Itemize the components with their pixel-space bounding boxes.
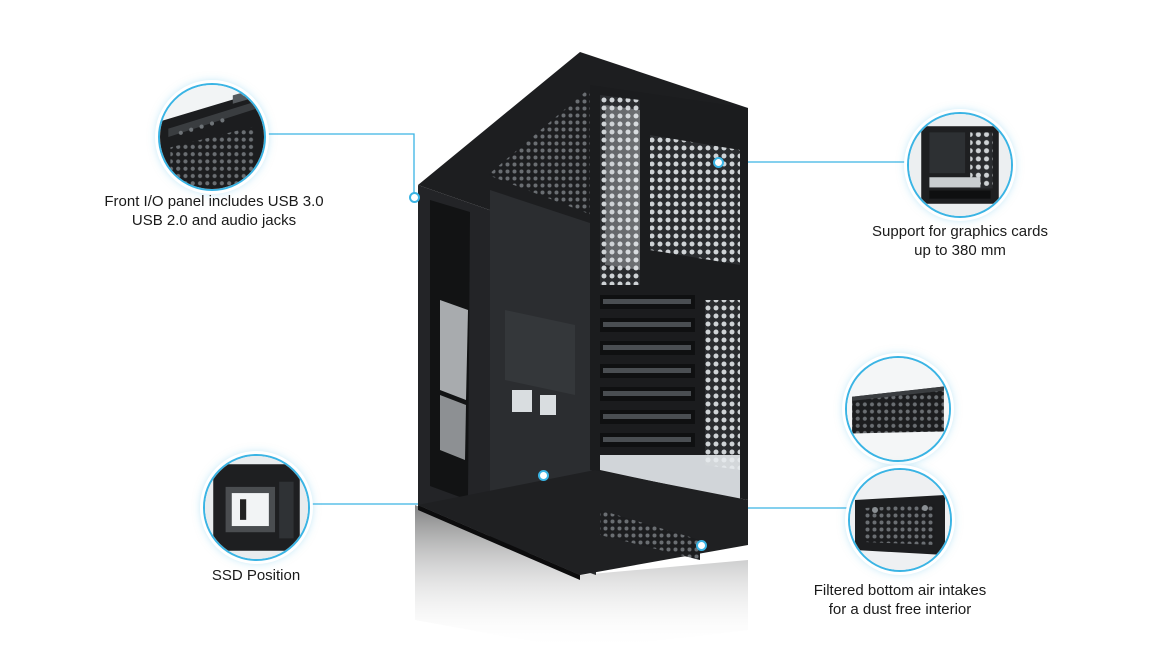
dust-filter-closeup (845, 356, 951, 462)
gpu-support-caption-line-1: Support for graphics cards (872, 223, 1048, 240)
front-io-caption-line-1: Front I/O panel includes USB 3.0 (104, 193, 324, 210)
case-interior-closeup (907, 112, 1013, 218)
case-bottom-closeup-icon (850, 470, 950, 570)
ssd-caption: SSD Position (178, 566, 334, 585)
case-bottom-closeup (848, 468, 952, 572)
gpu-support-caption-line-2: up to 380 mm (914, 242, 1006, 259)
dust-filter-caption-line-2: for a dust free interior (828, 601, 972, 618)
gpu-support-caption: Support for graphics cards up to 380 mm (846, 222, 1074, 260)
case-interior-closeup-icon (909, 114, 1011, 216)
dust-filter-caption: Filtered bottom air intakes for a dust f… (786, 581, 1014, 619)
dust-filter-closeup-icon (847, 358, 949, 460)
front-io-panel-closeup-icon (160, 85, 264, 189)
ssd-bracket-closeup-icon (205, 456, 308, 559)
ssd-caption-line-1: SSD Position (211, 567, 301, 584)
leader-front-io (262, 133, 415, 196)
dust-filter-caption-line-1: Filtered bottom air intakes (813, 582, 987, 599)
front-io-caption: Front I/O panel includes USB 3.0 USB 2.0… (84, 192, 344, 230)
front-io-caption-line-2: USB 2.0 and audio jacks (131, 212, 297, 229)
ssd-anchor-dot (538, 470, 549, 481)
ssd-bracket-closeup (203, 454, 310, 561)
dust-filter-anchor-dot (696, 540, 707, 551)
front-io-panel-closeup (158, 83, 266, 191)
front-io-anchor-dot (409, 192, 420, 203)
gpu-support-anchor-dot (713, 157, 724, 168)
